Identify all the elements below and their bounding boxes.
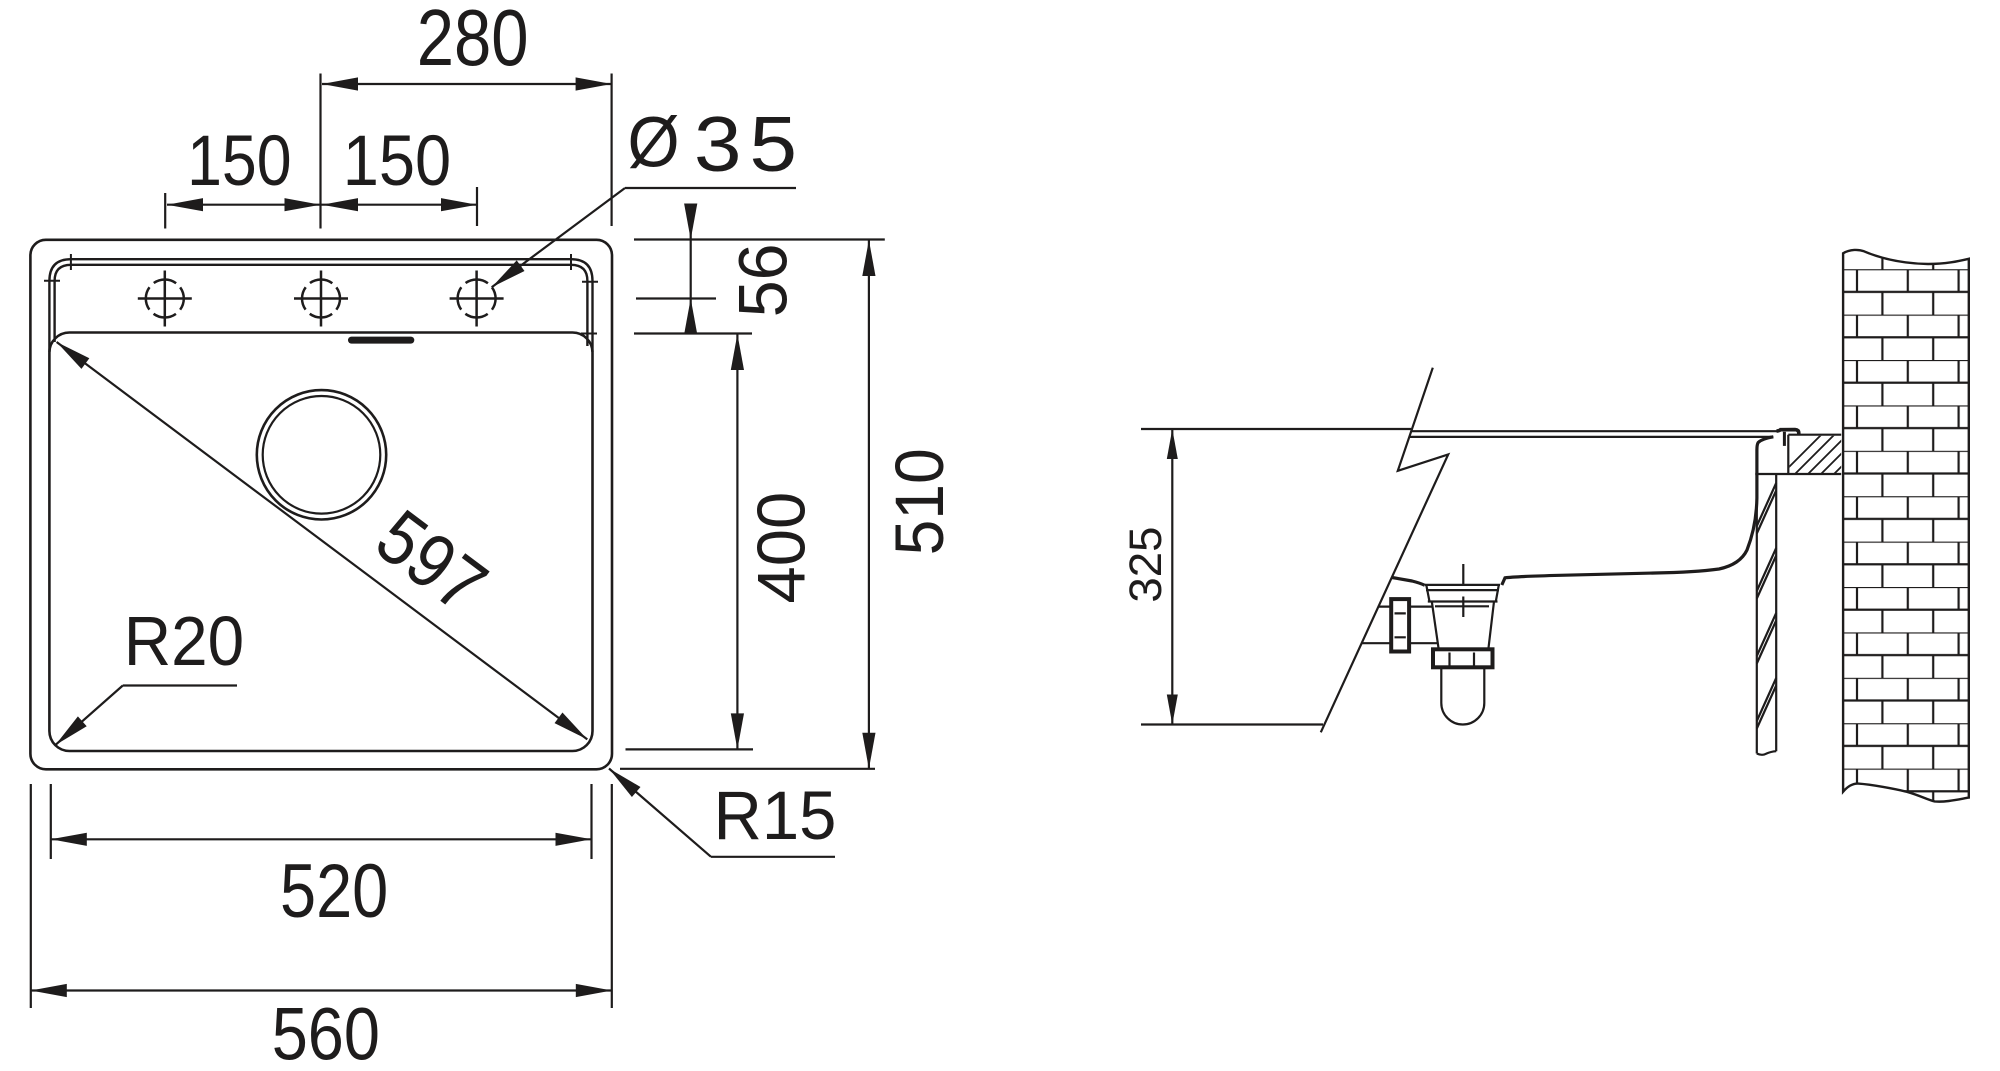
svg-text:400: 400 <box>744 492 820 604</box>
svg-text:520: 520 <box>280 849 388 934</box>
svg-text:150: 150 <box>343 121 451 200</box>
svg-text:560: 560 <box>272 992 380 1071</box>
svg-text:280: 280 <box>417 0 529 82</box>
svg-text:56: 56 <box>725 244 801 318</box>
svg-text:3: 3 <box>694 101 742 188</box>
svg-text:150: 150 <box>187 121 291 201</box>
svg-text:Ø: Ø <box>627 103 679 182</box>
svg-text:325: 325 <box>1120 527 1171 603</box>
svg-text:R20: R20 <box>124 603 244 680</box>
svg-text:R15: R15 <box>714 777 837 854</box>
svg-text:510: 510 <box>882 448 959 555</box>
svg-text:5: 5 <box>749 101 797 188</box>
